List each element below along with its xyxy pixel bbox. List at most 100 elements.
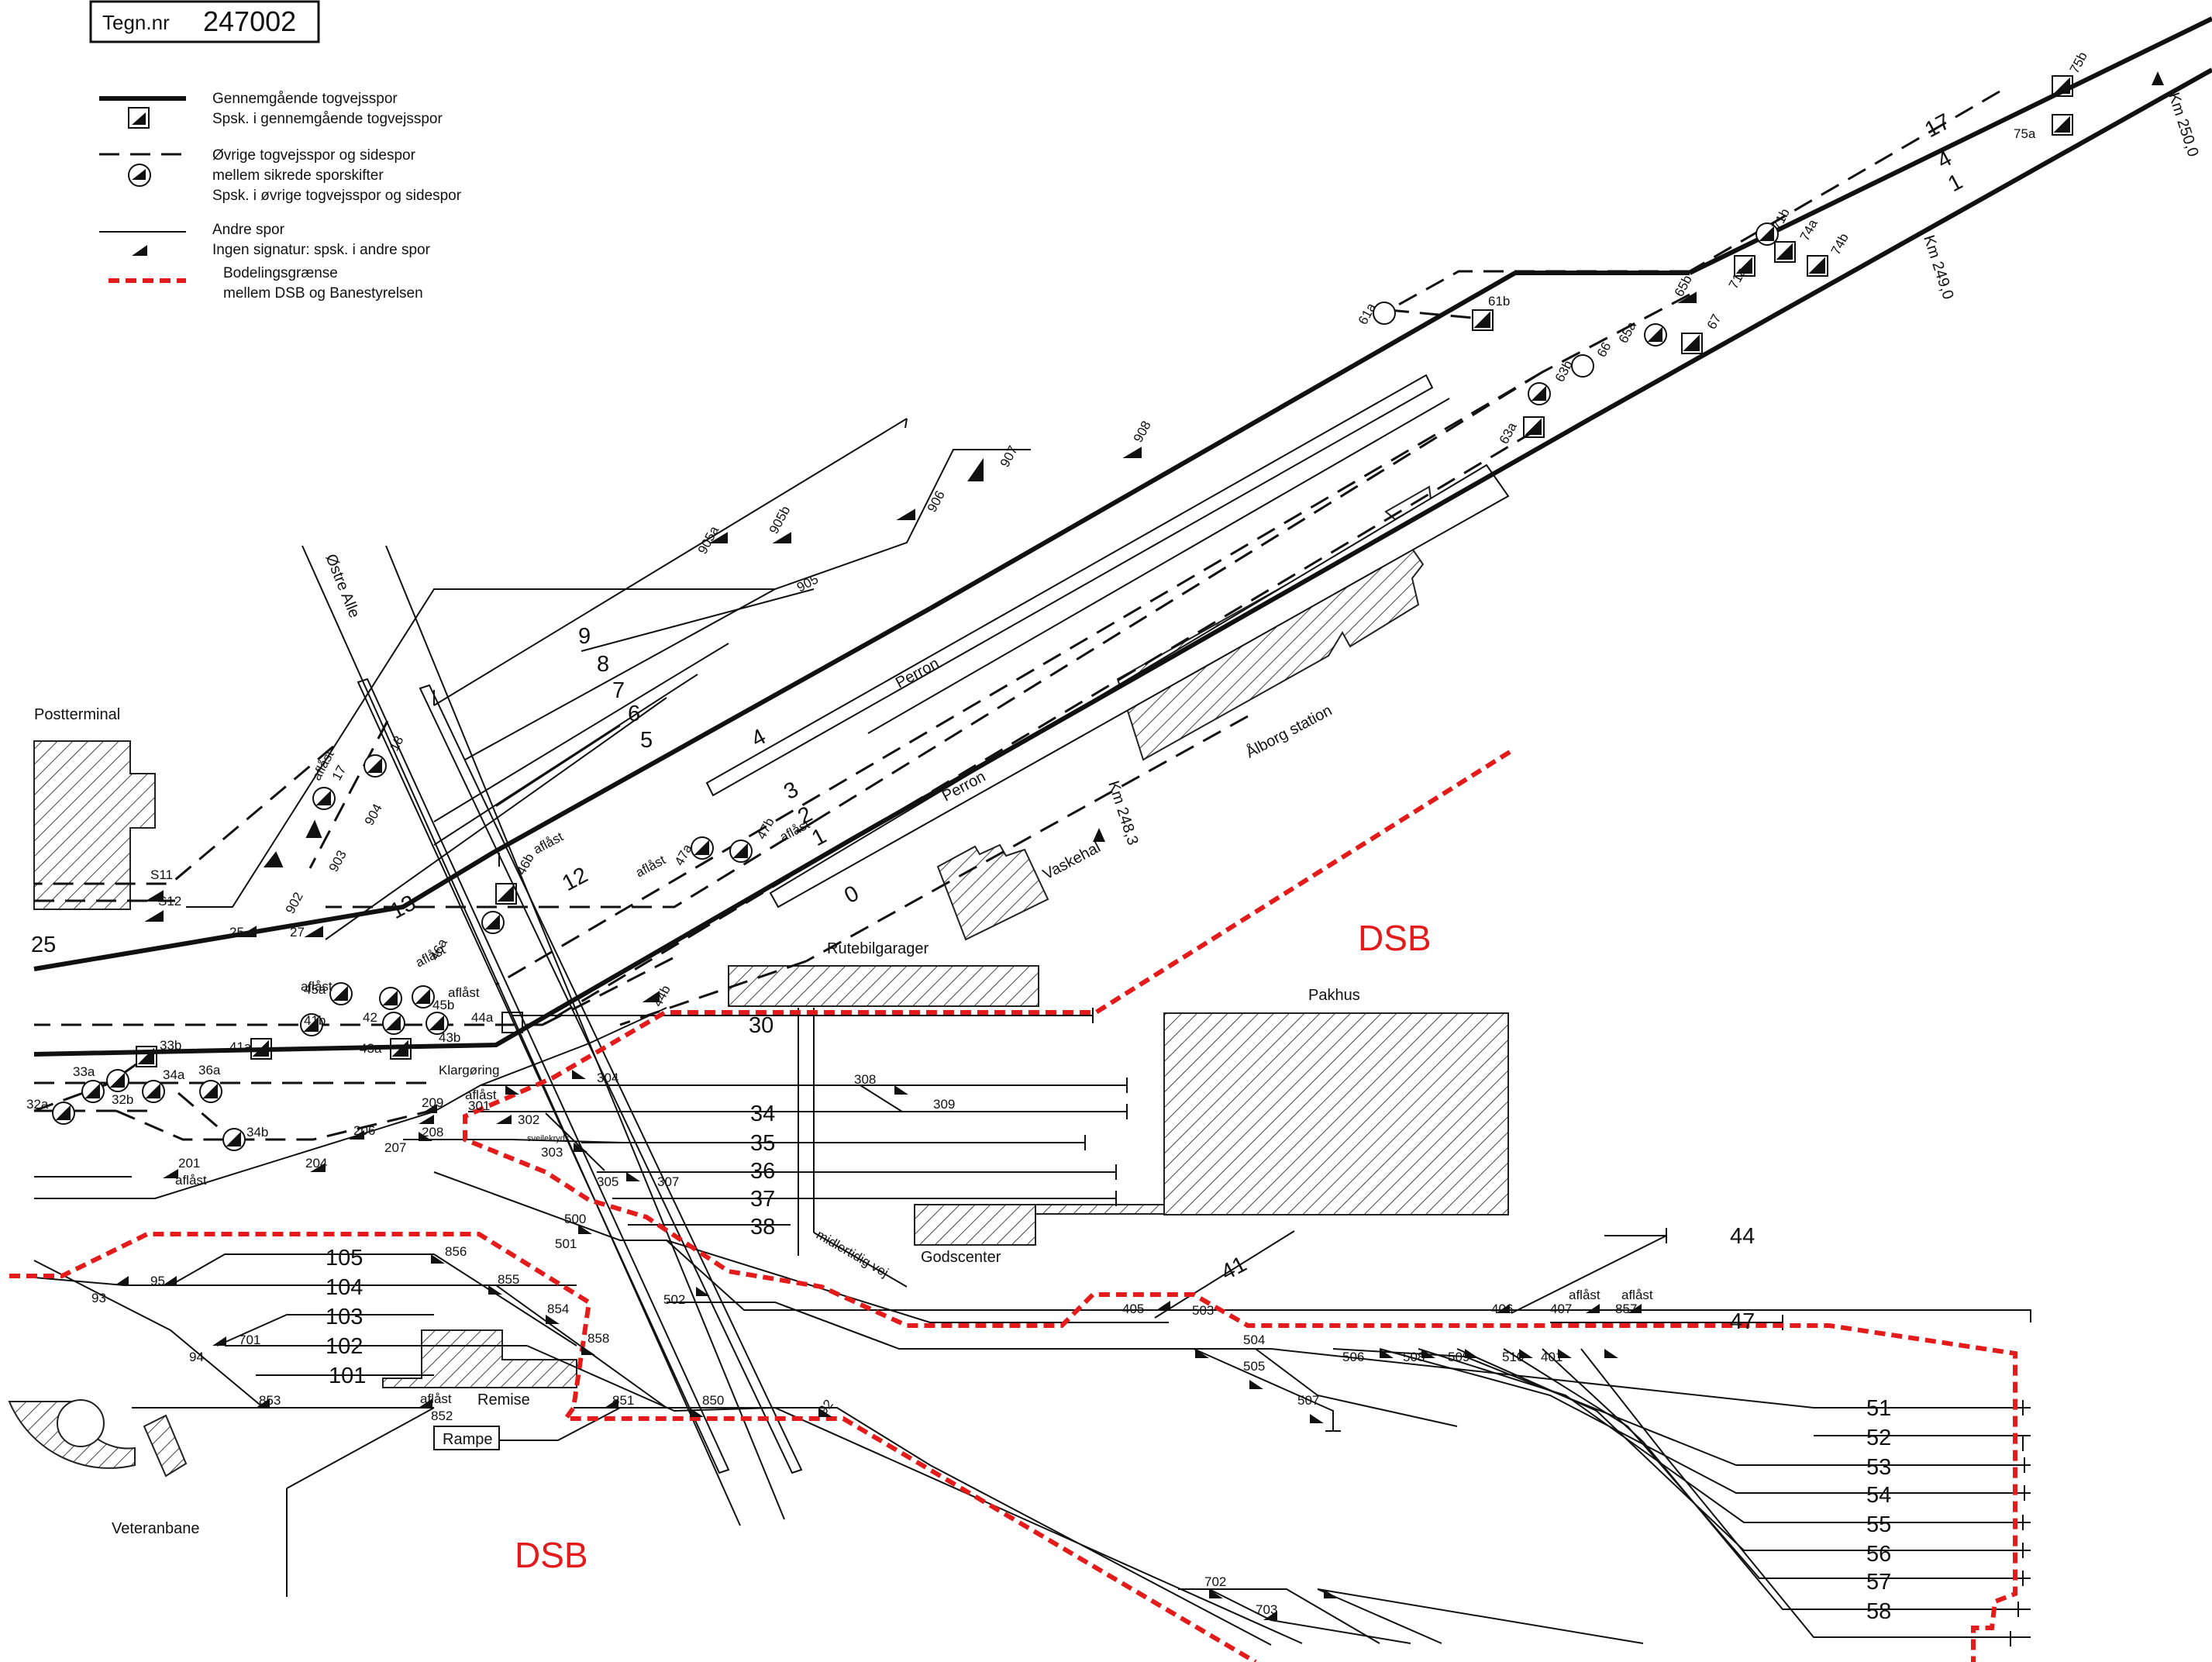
legend-other-track-1: Øvrige togvejsspor og sidespor bbox=[212, 147, 416, 164]
track-number: 4 bbox=[747, 724, 770, 752]
switch-label: 63a bbox=[1497, 419, 1520, 446]
switch-label: 95 bbox=[150, 1274, 165, 1288]
switch-label: 27 bbox=[290, 925, 305, 940]
track-number: 6 bbox=[628, 702, 640, 726]
track-number: 41 bbox=[1217, 1252, 1251, 1285]
legend-main-track-1: Gennemgående togvejsspor bbox=[212, 91, 398, 107]
switch-label: 702 bbox=[1204, 1574, 1226, 1589]
switch-label: 850 bbox=[702, 1393, 724, 1408]
track-number: 9 bbox=[578, 624, 591, 649]
track-number: 104 bbox=[326, 1275, 363, 1300]
drawing-number-box: Tegn.nr 247002 bbox=[89, 0, 320, 43]
switch-label: 507 bbox=[1297, 1393, 1319, 1408]
switch-label: 46b bbox=[514, 851, 537, 878]
track-number: 55 bbox=[1866, 1512, 1891, 1537]
track-number: 17 bbox=[1921, 109, 1955, 143]
switch-label: 308 bbox=[854, 1072, 876, 1087]
switch-label: 407 bbox=[1550, 1302, 1572, 1316]
switch-label: 33a bbox=[73, 1064, 95, 1079]
track-number: 5 bbox=[640, 728, 653, 753]
switch-label: 851 bbox=[612, 1393, 634, 1408]
switch-label: 41b bbox=[304, 1013, 326, 1028]
track-number: 58 bbox=[1866, 1599, 1891, 1624]
switch-label: 906 bbox=[925, 488, 948, 515]
rampe-box bbox=[433, 1426, 500, 1450]
switch-label: 304 bbox=[597, 1071, 618, 1085]
pakhus-label: Pakhus bbox=[1308, 987, 1360, 1004]
track-number: 54 bbox=[1866, 1483, 1891, 1508]
rampe-label: Rampe bbox=[443, 1431, 492, 1448]
track-number: 44 bbox=[1730, 1224, 1755, 1249]
switch-label: 45a bbox=[304, 982, 326, 997]
dashed-tracks bbox=[33, 90, 2000, 1141]
switch-label: 405 bbox=[1122, 1302, 1144, 1316]
switch-label: 36a bbox=[198, 1063, 221, 1078]
track-number: 35 bbox=[750, 1131, 775, 1156]
switch-label: 307 bbox=[657, 1174, 679, 1189]
switch-label: 61a bbox=[1356, 300, 1379, 326]
switch-label: 309 bbox=[933, 1097, 955, 1112]
track-number: 47 bbox=[1730, 1309, 1755, 1334]
switch-label: 506 bbox=[1342, 1350, 1364, 1364]
track-number: 103 bbox=[326, 1305, 363, 1329]
postterminal-building bbox=[33, 740, 156, 910]
track-number: 57 bbox=[1866, 1570, 1891, 1595]
switch-label: 74b bbox=[1828, 231, 1852, 257]
track-number: 30 bbox=[749, 1013, 774, 1038]
switch-label: 857 bbox=[1615, 1302, 1637, 1316]
switch-label: 503 bbox=[1192, 1303, 1214, 1318]
godscenter-building bbox=[914, 1204, 1036, 1246]
switch-label: 47b bbox=[754, 815, 777, 842]
switch-label: 42 bbox=[363, 1010, 377, 1025]
switch-label: 853 bbox=[259, 1393, 281, 1408]
legend-boundary-2: mellem DSB og Banestyrelsen bbox=[223, 285, 423, 302]
switch-label: 41a bbox=[229, 1040, 252, 1054]
track-number: 105 bbox=[326, 1246, 363, 1271]
switch-label: 93 bbox=[91, 1291, 106, 1305]
perron-upper bbox=[705, 374, 1434, 797]
switch-label: 44b bbox=[650, 983, 674, 1009]
rutebilgarager-label: Rutebilgarager bbox=[827, 940, 929, 957]
track-number: 34 bbox=[750, 1102, 775, 1126]
switch-label: 302 bbox=[518, 1112, 539, 1127]
switch-label: 209 bbox=[422, 1095, 443, 1110]
legend-main-track-2: Spsk. i gennemgående togvejsspor bbox=[212, 111, 443, 127]
siding-switch-marks bbox=[115, 71, 2164, 1620]
sveilekryds-label: sveilekryds bbox=[527, 1134, 570, 1143]
switch-label: 908 bbox=[1131, 419, 1154, 445]
switch-label: 401 bbox=[1541, 1350, 1563, 1364]
track-number: 0 bbox=[840, 881, 863, 909]
legend: Gennemgående togvejsspor Spsk. i gennemg… bbox=[99, 91, 462, 302]
track-number: 13 bbox=[386, 891, 420, 924]
track-number: 37 bbox=[750, 1187, 775, 1212]
legend-boundary-1: Bodelingsgrænse bbox=[223, 265, 338, 281]
postterminal-label: Postterminal bbox=[34, 706, 120, 723]
siding-tracks bbox=[33, 398, 2031, 1646]
remise-label: Remise bbox=[477, 1391, 530, 1409]
switch-label: 501 bbox=[555, 1236, 577, 1251]
track-number: 51 bbox=[1866, 1396, 1891, 1421]
switch-label: 858 bbox=[587, 1331, 609, 1346]
vaskehal-building bbox=[936, 843, 1049, 941]
switch-label: 902 bbox=[283, 890, 306, 916]
switch-label: 508 bbox=[1403, 1350, 1425, 1364]
km-248-label: Km 248,3 bbox=[1104, 779, 1141, 847]
switch-label: 703 bbox=[1256, 1602, 1277, 1617]
drawing-number-value: 247002 bbox=[203, 5, 296, 37]
switch-label: 43b bbox=[439, 1030, 460, 1045]
km-250-label: Km 250,0 bbox=[2165, 91, 2201, 159]
track-number: 56 bbox=[1866, 1542, 1891, 1567]
track-number: 36 bbox=[750, 1159, 775, 1184]
switch-label: 75b bbox=[2067, 50, 2090, 76]
switch-symbols bbox=[52, 75, 2073, 1151]
boundary-line bbox=[9, 750, 2017, 1662]
switch-label: 206 bbox=[353, 1123, 375, 1138]
switch-label: 32a bbox=[26, 1097, 49, 1112]
switch-label: 61b bbox=[1488, 294, 1510, 309]
switch-label: 45b bbox=[432, 998, 454, 1012]
legend-siding-1: Andre spor bbox=[212, 222, 285, 238]
buildings: Postterminal Ålborg station Vaskehal Rut… bbox=[8, 374, 1510, 1537]
switch-label: S11 bbox=[150, 867, 173, 882]
locked-label: aflåst bbox=[465, 1088, 497, 1102]
godscenter-label: Godscenter bbox=[921, 1249, 1001, 1266]
